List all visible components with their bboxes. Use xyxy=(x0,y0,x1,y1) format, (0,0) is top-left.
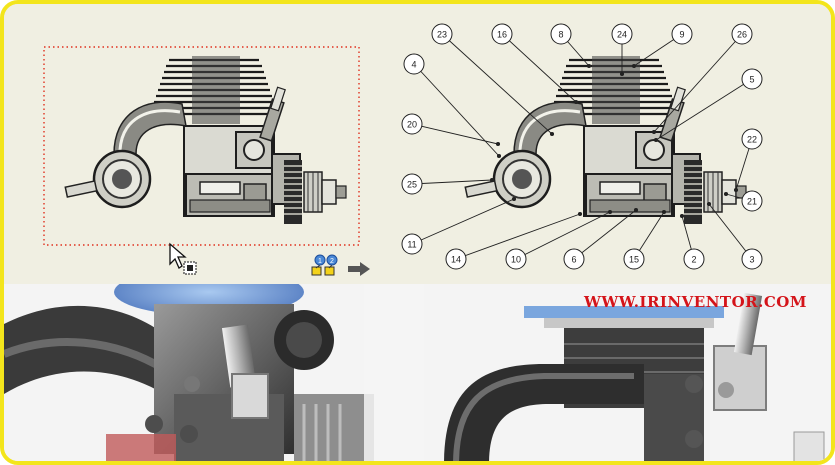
balloon-5[interactable]: 5 xyxy=(741,68,763,90)
balloon-leader-dot xyxy=(577,211,583,217)
engine-ballooned-view[interactable] xyxy=(463,54,748,226)
balloon-23[interactable]: 23 xyxy=(431,23,453,45)
render-left-carburetor xyxy=(4,284,424,461)
balloon-15[interactable]: 15 xyxy=(623,248,645,270)
balloon-label: 5 xyxy=(749,75,754,85)
balloon-14[interactable]: 14 xyxy=(445,248,467,270)
balloon-label: 4 xyxy=(411,60,416,70)
badge-two: 2 xyxy=(330,258,334,265)
render-right-cylinder xyxy=(444,292,825,461)
render-closeups xyxy=(4,284,831,461)
balloon-leader-dot xyxy=(573,99,579,105)
balloon-label: 20 xyxy=(407,120,417,130)
balloon-leader-dot xyxy=(723,191,729,197)
balloon-label: 26 xyxy=(737,30,747,40)
balloon-leader-dot xyxy=(619,71,625,77)
balloon-26[interactable]: 26 xyxy=(731,23,753,45)
balloon-label: 11 xyxy=(407,240,416,250)
auto-balloon-icon[interactable]: 1 2 xyxy=(311,254,338,276)
balloon-label: 8 xyxy=(558,30,563,40)
badge-one: 1 xyxy=(318,258,322,265)
select-cursor-icon xyxy=(169,242,197,275)
balloon-leader-25 xyxy=(411,179,493,185)
balloon-leader-dot xyxy=(679,213,685,219)
balloon-10[interactable]: 10 xyxy=(505,248,527,270)
balloon-label: 24 xyxy=(617,30,627,40)
balloon-label: 2 xyxy=(691,255,696,265)
balloon-22[interactable]: 22 xyxy=(741,128,763,150)
balloon-11[interactable]: 11 xyxy=(401,233,423,255)
balloon-label: 3 xyxy=(749,255,754,265)
balloon-label: 16 xyxy=(497,30,507,40)
balloon-leader-20 xyxy=(411,123,499,145)
render-strip xyxy=(4,284,831,461)
balloon-label: 14 xyxy=(451,255,461,265)
balloon-9[interactable]: 9 xyxy=(671,23,693,45)
balloon-leader-10 xyxy=(515,211,611,260)
balloon-label: 25 xyxy=(407,180,417,190)
balloon-label: 23 xyxy=(437,30,447,40)
balloon-label: 10 xyxy=(511,255,521,265)
balloon-label: 15 xyxy=(629,255,639,265)
balloon-leader-dot xyxy=(653,137,659,143)
balloon-leader-dot xyxy=(633,207,639,213)
balloon-2[interactable]: 2 xyxy=(683,248,705,270)
balloon-8[interactable]: 8 xyxy=(550,23,572,45)
balloon-3[interactable]: 3 xyxy=(741,248,763,270)
balloon-leader-dot xyxy=(549,131,555,137)
balloon-leader-4 xyxy=(413,63,500,157)
balloon-label: 21 xyxy=(747,197,757,207)
balloon-leader-dot xyxy=(631,63,637,69)
balloon-label: 9 xyxy=(679,30,684,40)
balloon-leader-dot xyxy=(586,63,592,69)
balloon-21[interactable]: 21 xyxy=(741,190,763,212)
engine-drawing-view[interactable] xyxy=(63,54,348,226)
balloon-leader-dot xyxy=(607,209,613,215)
balloon-leader-16 xyxy=(501,33,577,103)
balloon-24[interactable]: 24 xyxy=(611,23,633,45)
balloon-leader-dot xyxy=(661,209,667,215)
balloon-leader-dot xyxy=(651,129,657,135)
balloon-16[interactable]: 16 xyxy=(491,23,513,45)
balloon-leader-dot xyxy=(733,187,739,193)
balloon-label: 6 xyxy=(571,255,576,265)
balloon-leader-dot xyxy=(511,196,517,202)
selection-window xyxy=(43,46,360,246)
balloon-leader-11 xyxy=(411,198,515,245)
balloon-leader-6 xyxy=(573,209,637,260)
balloon-20[interactable]: 20 xyxy=(401,113,423,135)
balloon-leader-dot xyxy=(489,177,495,183)
balloon-leader-dot xyxy=(496,153,502,159)
balloon-leaders xyxy=(411,33,753,260)
balloon-leader-3 xyxy=(708,203,753,260)
balloon-leader-dot xyxy=(495,141,501,147)
balloon-leader-26 xyxy=(653,33,743,133)
balloon-4[interactable]: 4 xyxy=(403,53,425,75)
arrow-right-icon xyxy=(348,262,370,276)
balloon-leader-23 xyxy=(441,33,553,135)
balloon-25[interactable]: 25 xyxy=(401,173,423,195)
balloon-leader-dot xyxy=(706,201,712,207)
balloon-leader-14 xyxy=(455,213,581,260)
balloon-label: 22 xyxy=(747,135,757,145)
balloon-6[interactable]: 6 xyxy=(563,248,585,270)
balloon-leader-5 xyxy=(655,78,753,141)
website-watermark: WWW.IRINVENTOR.COM xyxy=(584,293,807,311)
